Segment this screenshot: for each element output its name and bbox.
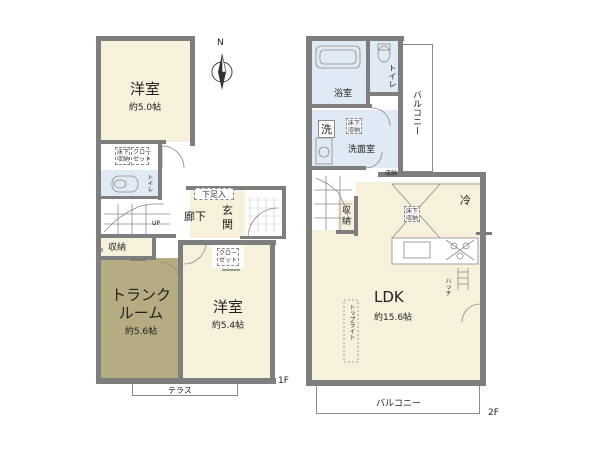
wall (158, 140, 162, 200)
wall (476, 232, 492, 235)
ldk-size: 約15.6帖 (374, 313, 413, 323)
up-label: UP (152, 220, 161, 227)
wall (152, 234, 156, 260)
bathroom-label: 浴室 (334, 89, 353, 99)
wall (96, 196, 162, 199)
wall (96, 140, 166, 144)
wall (354, 196, 358, 236)
skylight-label: トップライト (348, 304, 355, 340)
fridge-label: 冷 (460, 194, 471, 207)
western-room-bottom-size: 約5.4帖 (211, 321, 245, 331)
balcony-bottom-label: バルコニー (376, 399, 421, 409)
ldk-name: LDK (374, 288, 404, 306)
western-room-top-size: 約5.0帖 (128, 103, 162, 113)
wall (366, 36, 370, 106)
toilet-1f (100, 170, 160, 198)
shoe-cabinet-tag: 下足入 (194, 188, 234, 200)
wall (178, 240, 276, 245)
wall (370, 92, 400, 96)
wall (398, 36, 403, 176)
wall (306, 36, 312, 386)
wall (190, 36, 195, 146)
wall (96, 378, 276, 384)
toilet-2f-label: トイレ (388, 64, 397, 88)
wall (306, 36, 404, 41)
trunk-room-name-1: トランク (110, 286, 171, 304)
underfloor-storage-2f-tag: 床下 収納 (346, 118, 362, 134)
wall (336, 230, 358, 234)
floor-label-1f: 1F (278, 376, 289, 386)
trunk-room (100, 258, 182, 380)
storage-1f-label: 収納 (108, 243, 127, 253)
storage-1f (100, 236, 155, 258)
western-room-bottom-name: 洋室 (212, 298, 243, 316)
hallway-label: 廊下 (184, 210, 206, 223)
terrace-label: テラス (168, 386, 192, 395)
underfloor-storage-2f-tag-2: 床下 収納 (404, 206, 420, 222)
wall (178, 240, 183, 382)
balcony-side-label: バルコニー (411, 90, 421, 135)
closet-area-top (100, 142, 160, 170)
wall (306, 104, 372, 108)
wall (240, 236, 286, 239)
wall (306, 166, 366, 170)
wall (96, 234, 176, 238)
underfloor-storage-tag: 床下 収納 (115, 147, 130, 165)
storage-2f-label: 収 納 (342, 206, 352, 227)
trunk-room-name-2: ルーム (118, 304, 164, 322)
counter-label: ハッチ (444, 278, 451, 296)
closet-1f-tag: クロー ゼット (217, 248, 239, 266)
wall (96, 36, 101, 384)
washroom-label: 洗面室 (348, 145, 376, 155)
cabinet-small-label: 収納 (385, 170, 398, 177)
wall (96, 36, 194, 41)
western-room-top (100, 40, 190, 142)
balcony-bottom (316, 386, 480, 414)
toilet-2f (370, 40, 398, 94)
wall (270, 240, 275, 384)
compass-north: N (217, 38, 224, 48)
wall (480, 172, 486, 384)
laundry-label: 洗 (318, 120, 335, 138)
closet-small-tag: クロー ゼット (131, 147, 152, 165)
western-room-top-name: 洋室 (129, 80, 160, 98)
wall (96, 256, 156, 260)
wall (306, 380, 486, 386)
entrance-label: 玄 関 (222, 204, 233, 231)
balcony-side (403, 44, 433, 172)
toilet-1f-label: トイレ (146, 174, 153, 192)
trunk-room-size: 約5.6帖 (124, 327, 158, 337)
floor-label-2f: 2F (488, 408, 499, 418)
terrace (132, 384, 238, 396)
wall (378, 172, 486, 177)
wall (282, 186, 286, 238)
wall (186, 186, 286, 190)
porch (245, 188, 285, 236)
